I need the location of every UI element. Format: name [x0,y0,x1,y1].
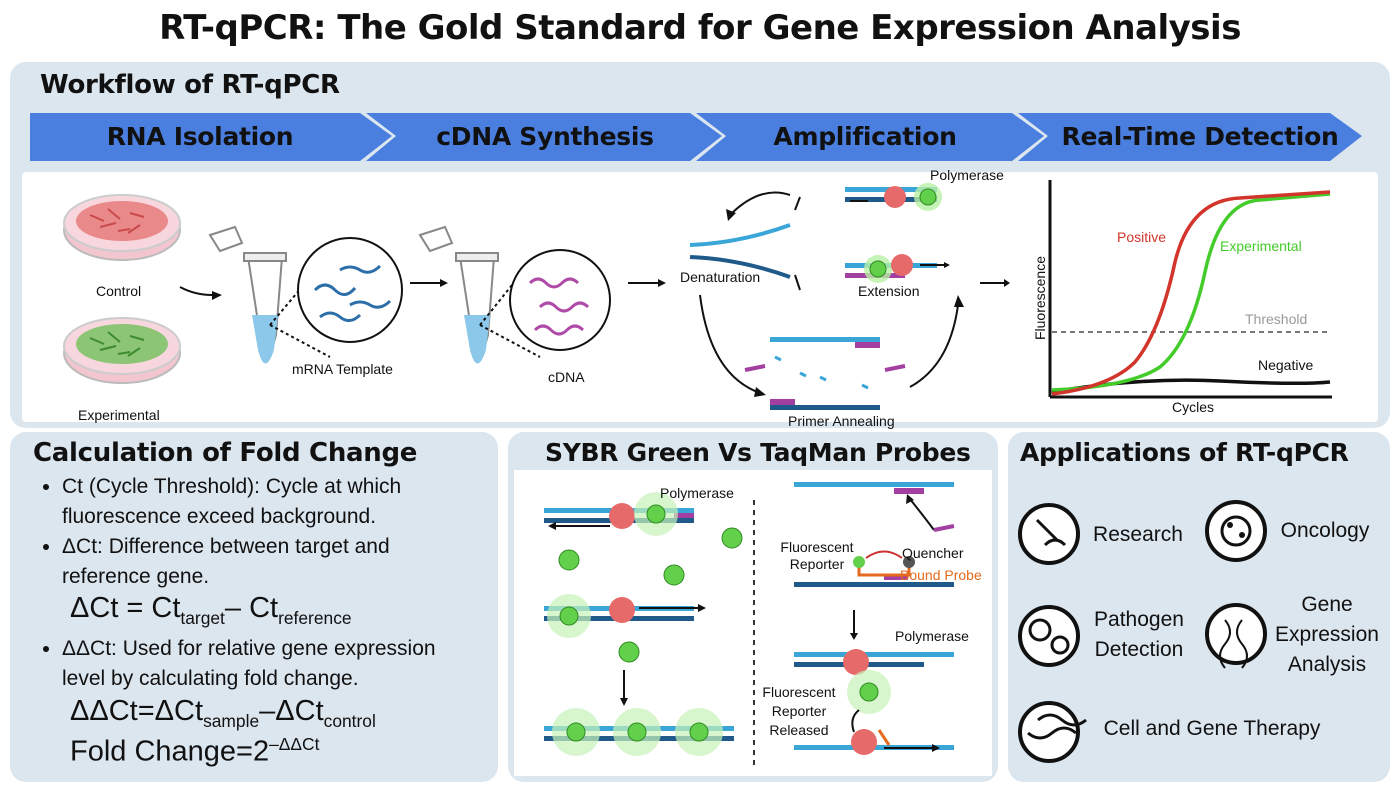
taqman-label-reporter-released: Fluorescent Reporter Released [762,684,836,738]
app-label-pathogen: Pathogen Detection [1094,608,1184,661]
petri-dish-experimental [63,317,181,384]
taqman-label-quencher: Quencher [902,545,964,561]
app-label-research: Research [1093,523,1183,546]
step-label-detection: Real-Time Detection [1061,122,1339,151]
chevron-rna-isolation [30,113,392,161]
chevron-detection [1018,113,1362,161]
taqman-label-fluorescent-reporter: Fluorescent Reporter [780,539,854,572]
dna-icon [1205,603,1267,665]
oncology-icon [1205,500,1267,562]
workflow-heading: Workflow of RT-qPCR [40,70,340,100]
fold-change-heading: Calculation of Fold Change [33,438,418,468]
petri-dish-control [63,194,181,261]
tube-1 [208,225,287,364]
step-label-rna-isolation: RNA Isolation [106,122,294,151]
chart-ylabel: Fluorescence [1032,255,1048,341]
formula-fold-change: Fold Change=2–ΔΔCt [70,734,320,768]
taqman-label-bound-probe: Bound Probe [900,567,982,583]
bullet-delta-ct: ΔCt: Difference between target and refer… [62,532,480,592]
detection-chart [1048,180,1332,399]
experimental-curve [1051,192,1331,392]
denaturation-strands [689,223,791,279]
sybr-taqman-heading: SYBR Green Vs TaqMan Probes [545,438,971,467]
formula-delta-ct: ΔCt = Cttarget– Ctreference [70,592,352,628]
fold-change-bullets-2: ΔΔCt: Used for relative gene expression … [40,634,480,694]
chevron-amplification [696,113,1044,161]
series-label-experimental: Experimental [1220,238,1302,254]
step-label-cdna-synthesis: cDNA Synthesis [436,122,654,151]
app-label-gene-expression: Gene Expression Analysis [1275,593,1379,676]
label-control: Control [96,283,142,299]
threshold-label: Threshold [1245,311,1308,327]
chevron-cdna-synthesis [366,113,722,161]
chart-xlabel: Cycles [1172,399,1215,415]
page-title: RT-qPCR: The Gold Standard for Gene Expr… [159,8,1241,48]
workflow-illustration [63,183,1010,410]
label-polymerase-amp: Polymerase [930,167,1004,183]
app-icon-glyphs [1027,515,1252,740]
label-primer-annealing: Primer Annealing [788,413,895,429]
label-extension: Extension [858,283,920,299]
series-label-negative: Negative [1258,357,1314,373]
step-label-amplification: Amplification [773,122,957,151]
positive-curve [1051,190,1331,396]
label-cdna: cDNA [548,369,585,385]
tube-2 [418,225,499,364]
app-label-cell-gene-therapy: Cell and Gene Therapy [1103,717,1321,740]
formula-delta-delta-ct: ΔΔCt=ΔCtsample–ΔCtcontrol [70,695,376,731]
dna-helix-icon [1018,701,1080,763]
sybr-label-polymerase: Polymerase [660,485,734,501]
label-denaturation: Denaturation [680,269,761,285]
bullet-delta-delta-ct: ΔΔCt: Used for relative gene expression … [62,634,480,694]
label-mrna-template: mRNA Template [292,361,393,377]
applications-heading: Applications of RT-qPCR [1020,438,1349,467]
fold-change-bullets: Ct (Cycle Threshold): Cycle at which flu… [40,472,480,592]
bullet-ct: Ct (Cycle Threshold): Cycle at which flu… [62,472,480,532]
sybr-taqman-illustration [544,482,955,770]
label-experimental: Experimental [78,407,160,423]
series-label-positive: Positive [1117,229,1167,245]
taqman-label-polymerase: Polymerase [895,628,969,644]
app-label-oncology: Oncology [1280,519,1370,542]
workflow-chevrons [30,113,1362,161]
fold-change-panel [10,432,498,782]
